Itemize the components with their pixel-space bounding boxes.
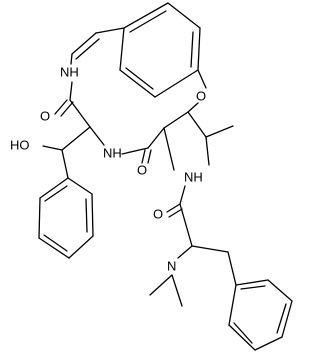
hydroxyl-label: HO [10, 137, 30, 152]
bonds [38, 2, 293, 351]
carbonyl-o-top-label: O [40, 108, 50, 123]
amide-nh-mid-label: NH [103, 145, 122, 160]
carbonyl-o-side-label: O [153, 206, 163, 221]
dimethylamino-n-label: N [167, 258, 176, 273]
amide-nh-side-label: NH [184, 169, 203, 184]
atom-labels: NH O HO NH O O NH O N [10, 64, 206, 273]
ether-o-label: O [196, 88, 206, 103]
carbonyl-o-mid-label: O [137, 162, 147, 177]
amide-nh-top-label: NH [60, 64, 79, 79]
molecule-structure: NH O HO NH O O NH O N [10, 2, 293, 351]
